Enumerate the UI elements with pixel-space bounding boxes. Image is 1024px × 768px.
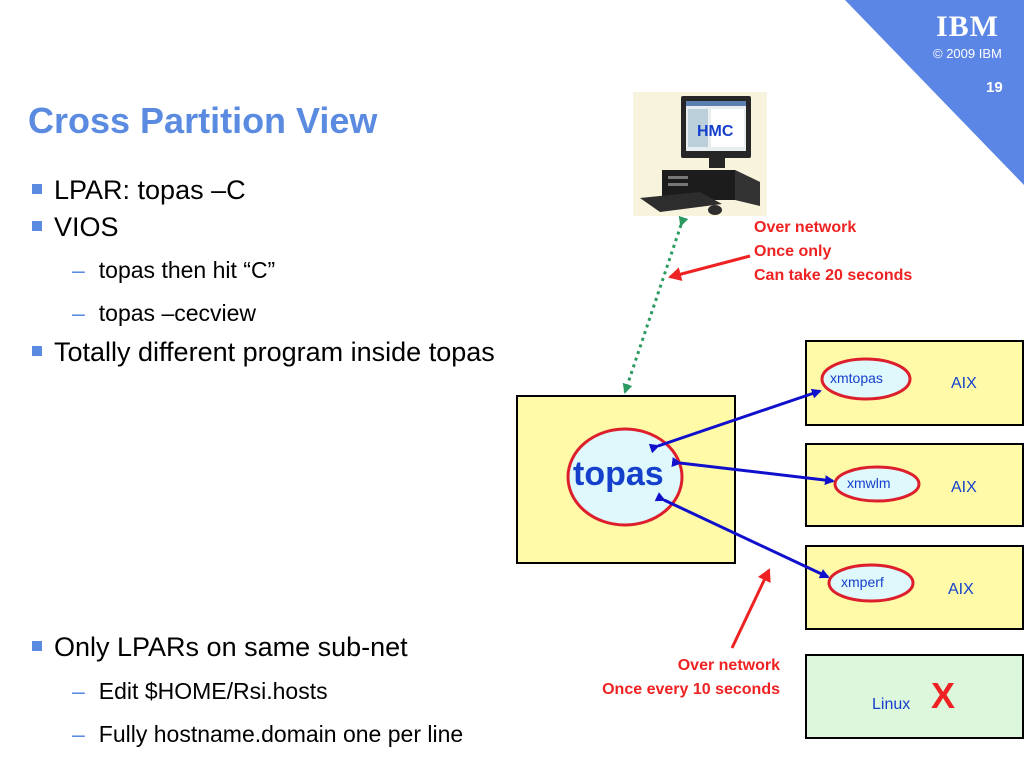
bullet-vios: VIOS xyxy=(32,212,119,243)
dash-marker: – xyxy=(72,300,85,326)
bullet-lpar: LPAR: topas –C xyxy=(32,175,246,206)
note-line: Over network xyxy=(677,657,780,674)
daemon-label-xmwlm: xmwlm xyxy=(847,475,891,491)
slide-title: Cross Partition View xyxy=(28,100,378,141)
note-line: Once only xyxy=(754,243,832,260)
sub-bullet-rsi-hosts: –Edit $HOME/Rsi.hosts xyxy=(72,678,328,705)
daemon-label-xmperf: xmperf xyxy=(841,574,884,590)
hmc-computer-icon xyxy=(633,92,767,216)
bullet-text: LPAR: topas –C xyxy=(54,175,246,205)
bullet-text: VIOS xyxy=(54,212,119,242)
dash-marker: – xyxy=(72,678,85,704)
note-line: Can take 20 seconds xyxy=(754,267,913,284)
bullet-text: Only LPARs on same sub-net xyxy=(54,632,408,662)
ibm-logo: IBM xyxy=(936,10,999,43)
bullet-text: Totally different program inside topas xyxy=(54,337,495,367)
dash-marker: – xyxy=(72,721,85,747)
note-line: Once every 10 seconds xyxy=(602,681,780,698)
os-label-aix-1: AIX xyxy=(951,375,977,392)
copyright: © 2009 IBM xyxy=(933,46,1002,61)
sub-bullet-text: Edit $HOME/Rsi.hosts xyxy=(98,678,328,704)
daemon-label-xmtopas: xmtopas xyxy=(830,370,883,386)
sub-bullet-text: topas –cecview xyxy=(98,300,257,326)
sub-bullet-topas-hit-c: –topas then hit “C” xyxy=(72,257,275,284)
os-label-aix-2: AIX xyxy=(951,479,977,496)
bullet-marker xyxy=(32,640,42,651)
bullet-same-subnet: Only LPARs on same sub-net xyxy=(32,632,408,663)
note-line: Over network xyxy=(754,219,857,236)
unsupported-x-mark: X xyxy=(931,675,956,716)
bullet-marker xyxy=(32,183,42,194)
note-partition-network: Over network Once every 10 seconds xyxy=(560,654,780,702)
page-number: 19 xyxy=(986,79,1003,96)
bullet-different-program: Totally different program inside topas xyxy=(32,337,495,368)
topas-label: topas xyxy=(573,455,664,493)
sub-bullet-text: topas then hit “C” xyxy=(98,257,276,283)
hmc-label: HMC xyxy=(697,123,734,140)
os-label-aix-3: AIX xyxy=(948,581,974,598)
sub-bullet-cecview: –topas –cecview xyxy=(72,300,256,327)
bullet-marker xyxy=(32,345,42,356)
sub-bullet-hostname: –Fully hostname.domain one per line xyxy=(72,721,463,748)
sub-bullet-text: Fully hostname.domain one per line xyxy=(98,721,464,747)
linux-label: Linux xyxy=(872,696,911,713)
note-hmc-network: Over network Once only Can take 20 secon… xyxy=(754,216,912,288)
bullet-marker xyxy=(32,220,42,231)
dash-marker: – xyxy=(72,257,85,283)
